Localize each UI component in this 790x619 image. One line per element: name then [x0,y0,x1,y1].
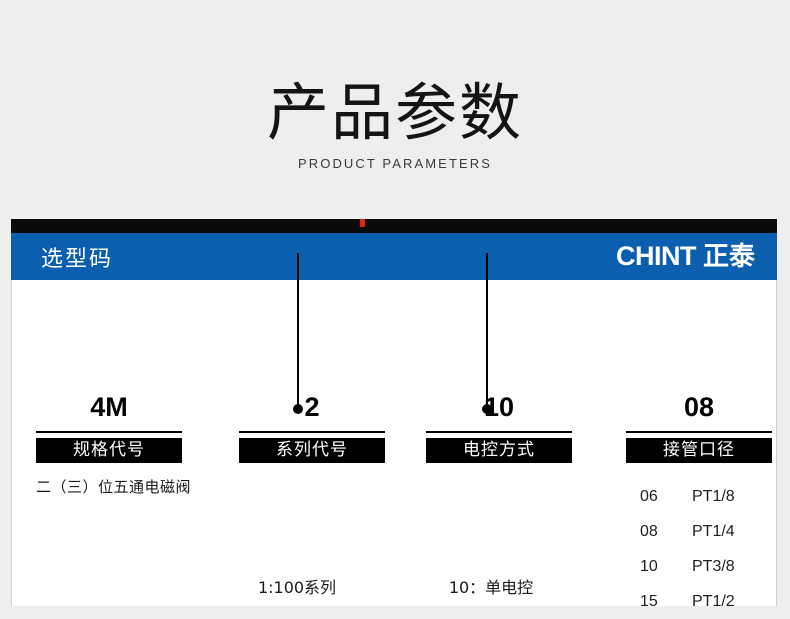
logo-red-dot-icon [359,219,365,227]
code-value-series: 2 [304,392,320,422]
code-chip-spec: 规格代号 [36,438,182,463]
page-header: 产品参数 PRODUCT PARAMETERS [0,0,790,172]
port-size-table: 06 PT1/8 08 PT1/4 10 PT3/8 15 PT1/2 [626,479,772,619]
port-thread: PT1/4 [692,522,735,540]
card-top-strip [11,219,777,233]
banner-title: 选型码 [41,246,114,272]
selection-code-card: 选型码 CHINT 正泰 4M 规格代号 二（三）位五通电磁阀 2 系列代号 1… [11,219,777,610]
code-rule-control [426,431,572,433]
code-value-spec: 4M [90,392,128,422]
code-rule-spec [36,431,182,433]
code-value-control: 10 [483,392,515,422]
code-column-port: 08 接管口径 06 PT1/8 08 PT1/4 10 PT3/8 15 [626,394,772,619]
port-code: 10 [640,557,658,575]
table-row: 15 PT1/2 [626,584,772,619]
code-chip-control: 电控方式 [426,438,572,463]
code-desc-spec: 二（三）位五通电磁阀 [36,478,192,496]
table-row: 10 PT3/8 [626,549,772,584]
code-column-series: 2 系列代号 [239,394,385,463]
connector-line-series [293,253,303,414]
code-value-port: 08 [683,392,715,422]
selection-code-diagram: 4M 规格代号 二（三）位五通电磁阀 2 系列代号 10 电控方式 08 接管口… [12,280,776,610]
code-chip-series: 系列代号 [239,438,385,463]
table-row: 08 PT1/4 [626,514,772,549]
connector-dot-icon [482,404,492,414]
card-banner: 选型码 CHINT 正泰 [11,219,777,280]
chint-logo: CHINT 正泰 [359,219,755,272]
port-code: 15 [640,592,658,610]
port-code: 06 [640,487,658,505]
page-title: 产品参数 [266,76,523,149]
leaf-label-series: 1:100系列 [257,578,337,597]
code-rule-series [239,431,385,433]
page-subtitle: PRODUCT PARAMETERS [297,156,493,172]
code-column-control: 10 电控方式 [426,394,572,463]
code-rule-port [626,431,772,433]
port-thread: PT3/8 [692,557,735,575]
code-column-spec: 4M 规格代号 二（三）位五通电磁阀 [36,392,192,497]
port-thread: PT1/8 [692,487,735,505]
table-row: 06 PT1/8 [626,479,772,514]
logo-latin-text: CHINT [615,241,697,271]
code-chip-port: 接管口径 [626,438,772,463]
port-thread: PT1/2 [692,592,735,610]
connector-dot-icon [293,404,303,414]
logo-chinese-text: 正泰 [702,241,755,272]
leaf-label-control: 10：单电控 [448,578,534,597]
port-code: 08 [640,522,658,540]
connector-line-control [482,253,492,414]
